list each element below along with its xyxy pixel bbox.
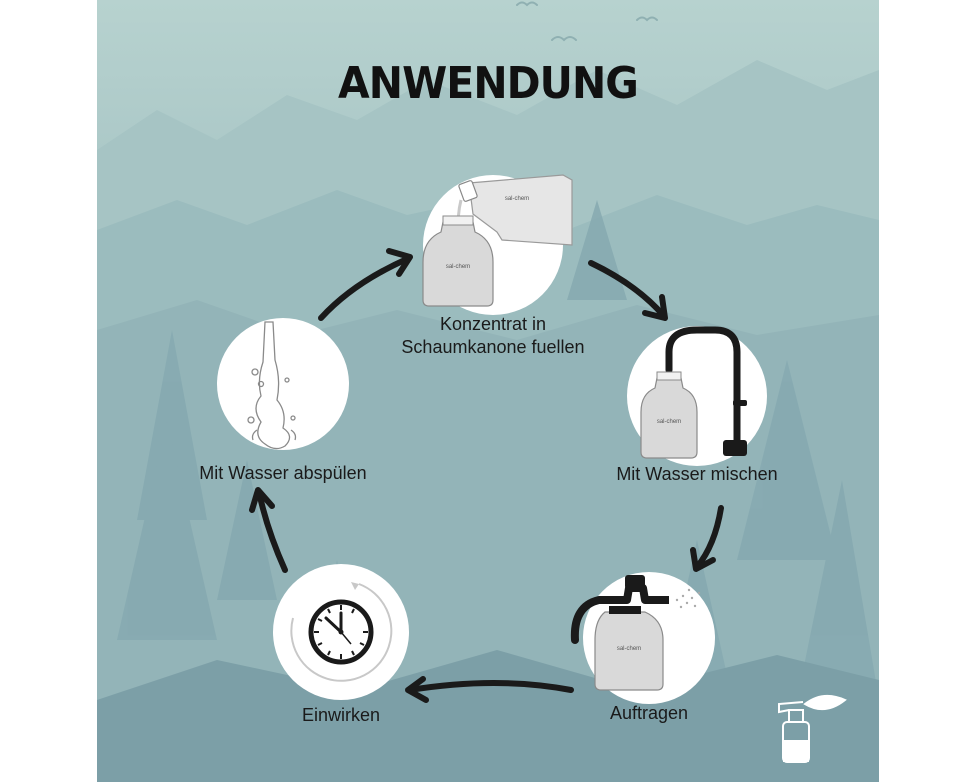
arrowhead-step3-to-step4 — [405, 676, 429, 703]
step5-circle — [217, 318, 349, 450]
clock-icon — [290, 582, 393, 682]
step1-label-line1: Konzentrat in — [439, 314, 547, 334]
arrowhead-step5-to-step1 — [386, 248, 413, 277]
step3-label: Auftragen — [609, 703, 689, 723]
arrowhead-step4-to-step5 — [249, 487, 275, 513]
water-stream-icon — [247, 321, 297, 450]
bottle-pour-icon: sal-chem sal-chem — [422, 174, 573, 307]
bottle-brand-text: sal-chem — [446, 264, 470, 270]
step-fill-concentrate: sal-chem sal-chem — [422, 174, 573, 315]
arrow-step1-to-step2 — [588, 260, 666, 318]
infographic-panel: sal-chem sal-chem sal-chem — [97, 0, 879, 782]
process-cycle-diagram: sal-chem sal-chem sal-chem — [217, 174, 847, 763]
arrowhead-step2-to-step3 — [690, 547, 716, 572]
arrow-step3-to-step4 — [407, 680, 574, 693]
step-let-act — [273, 564, 409, 700]
cycle-arrows — [249, 248, 724, 703]
step4-label: Einwirken — [301, 705, 381, 725]
concentrate-brand-text: sal-chem — [505, 196, 529, 202]
step5-label: Mit Wasser abspülen — [199, 463, 367, 483]
arrow-step2-to-step3 — [694, 505, 724, 570]
arrow-step4-to-step5 — [256, 489, 288, 573]
step-mix-water: sal-chem — [627, 326, 767, 466]
step-apply: sal-chem — [570, 572, 715, 704]
page-title: ANWENDUNG — [338, 58, 639, 109]
spray-bottle-leaf-icon — [778, 694, 847, 763]
arrow-step5-to-step1 — [318, 256, 410, 321]
faucet-bottle-icon: sal-chem — [640, 326, 747, 459]
step1-label-line2: Schaumkanone fuellen — [401, 337, 585, 357]
step2-label: Mit Wasser mischen — [616, 464, 778, 484]
spray-bottle-icon: sal-chem — [570, 575, 701, 691]
arrowhead-step1-to-step2 — [642, 294, 668, 321]
step-rinse — [217, 318, 349, 450]
bottle-brand-text: sal-chem — [657, 419, 681, 425]
bottle-brand-text: sal-chem — [617, 646, 641, 652]
step1-label: Konzentrat in Schaumkanone fuellen — [343, 313, 643, 359]
